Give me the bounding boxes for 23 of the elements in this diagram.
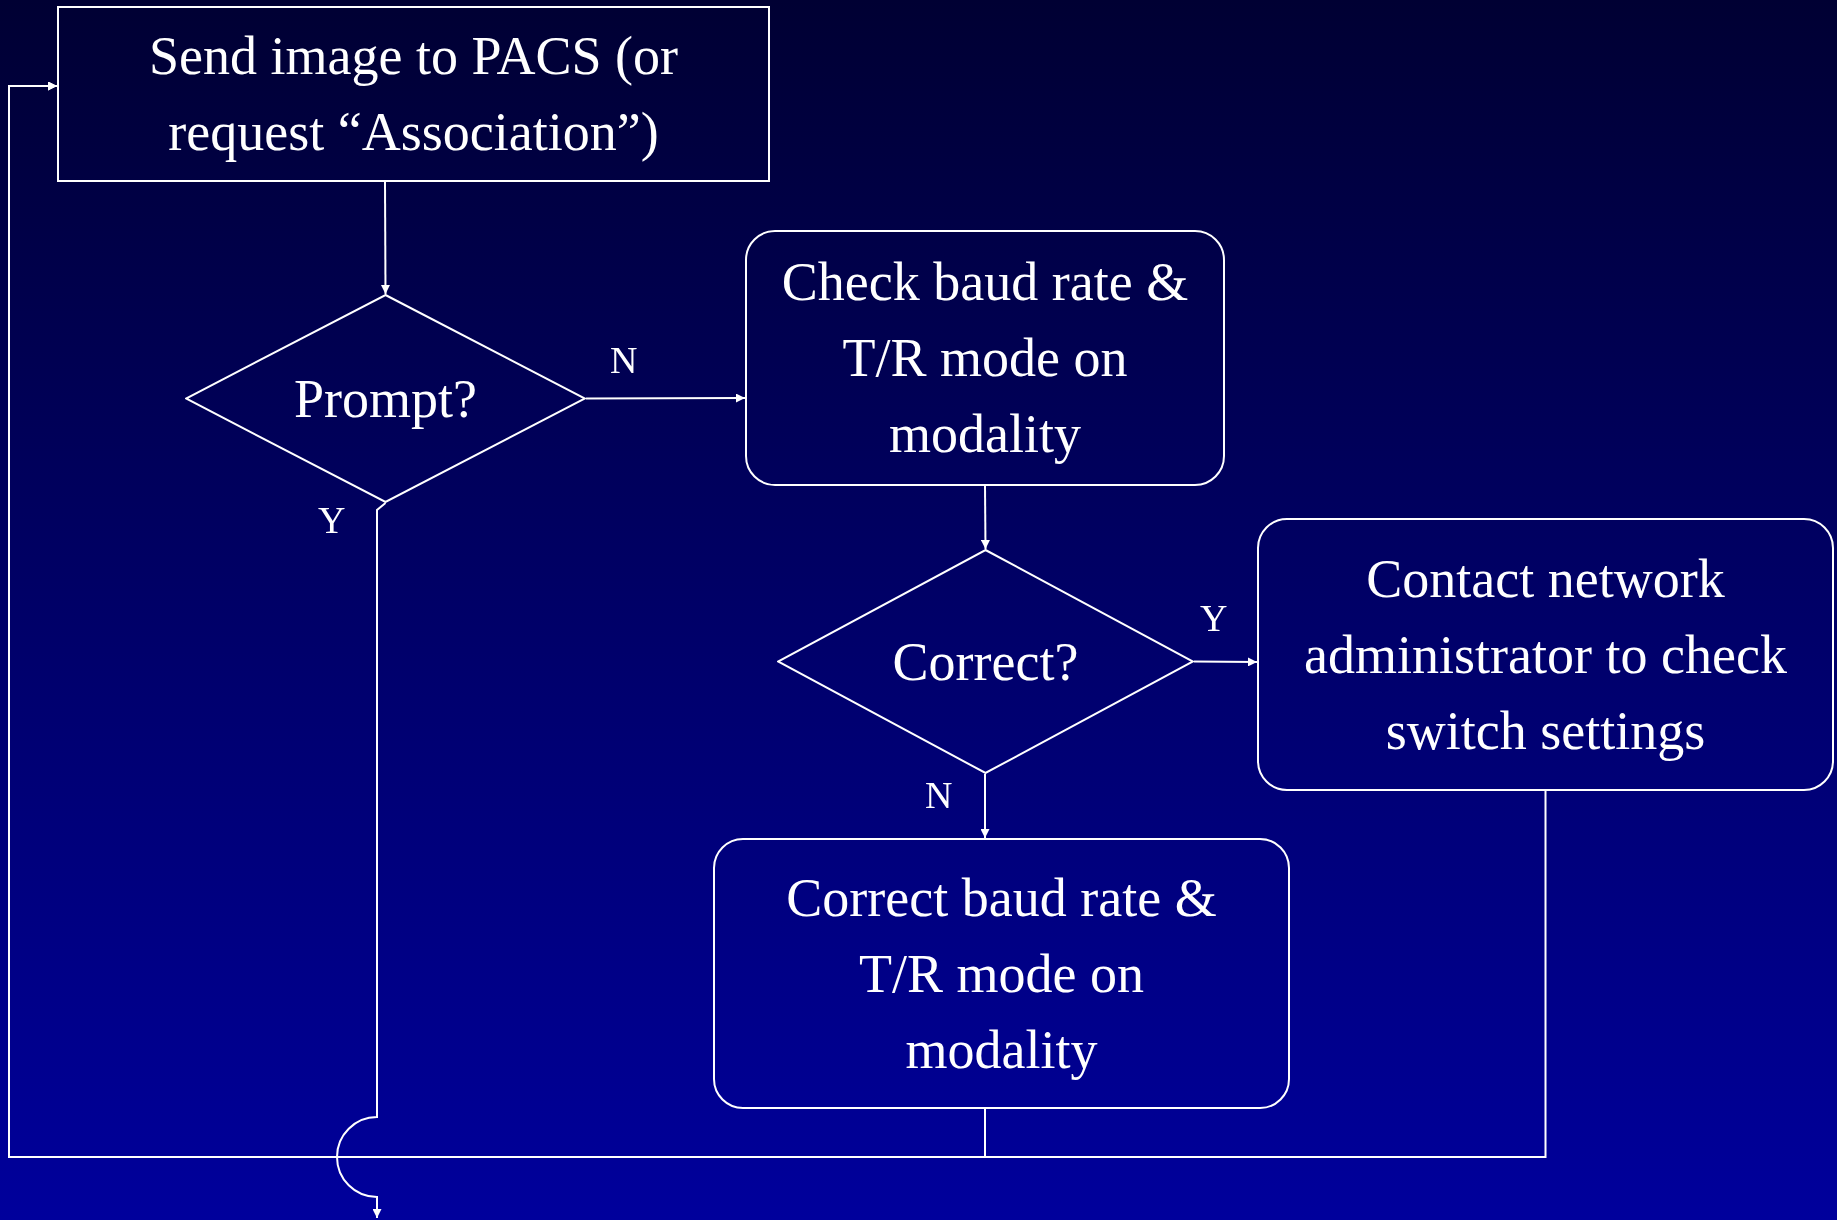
- edge-label: N: [610, 340, 638, 380]
- arrow: [585, 393, 746, 403]
- node-text: Contact network administrator to check switch settings: [1303, 547, 1788, 763]
- node-text: Correct baud rate & T/R mode on modality: [785, 866, 1218, 1082]
- node-text: Check baud rate & T/R mode on modality: [780, 251, 1190, 466]
- decision-diamond: [777, 549, 1194, 774]
- edge-label: Y: [1200, 598, 1228, 638]
- node-text: Correct?: [892, 630, 1079, 694]
- arrow: [380, 181, 390, 295]
- node-text: Send image to PACS (or request “Association”): [148, 25, 679, 164]
- arrow: [8, 81, 1547, 1158]
- arrow: [1193, 657, 1258, 667]
- node-text: Prompt?: [294, 367, 477, 431]
- edge-label: N: [925, 775, 953, 815]
- process-box: [1257, 518, 1834, 791]
- process-box: [713, 838, 1290, 1109]
- arrow: [336, 502, 387, 1219]
- arrow: [980, 485, 990, 550]
- process-box: [57, 6, 770, 182]
- arrow: [980, 773, 990, 839]
- decision-diamond: [185, 294, 586, 503]
- process-box: [745, 230, 1225, 486]
- edge-label: Y: [318, 500, 346, 540]
